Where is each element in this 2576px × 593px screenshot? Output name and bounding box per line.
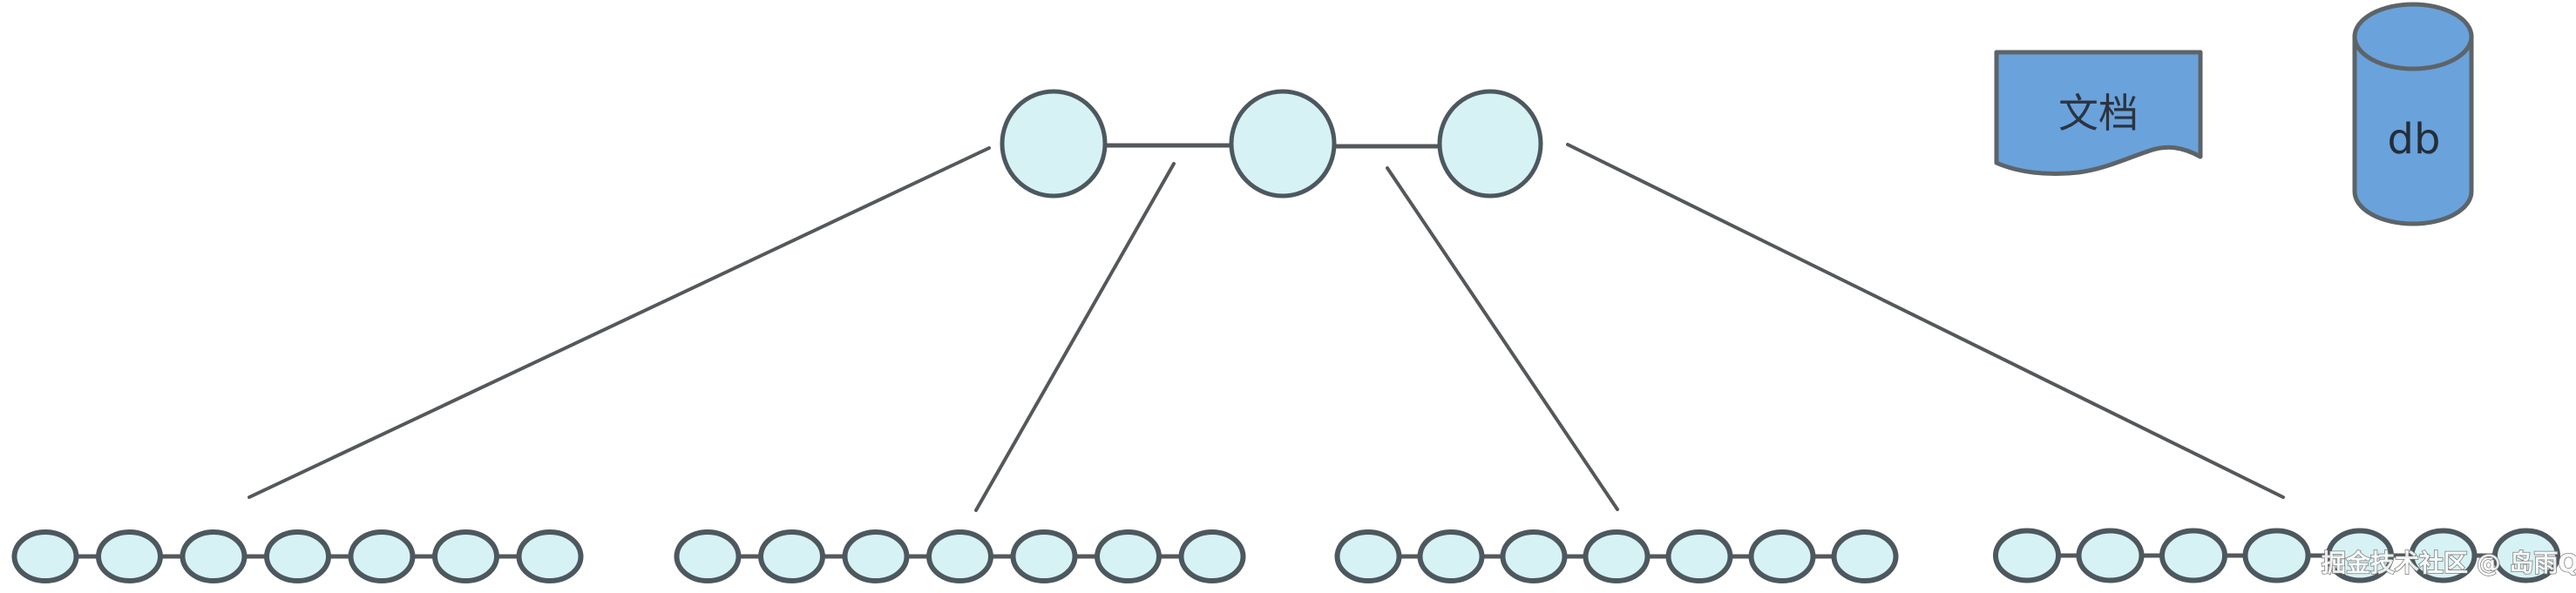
leaf-node [758,529,825,583]
leaf-node [1417,529,1485,583]
leaf-node [432,529,499,583]
db-cylinder: db [2352,2,2474,226]
parent-node-2 [1229,89,1337,199]
leaf-node [2492,528,2560,583]
watermark: 掘金技术社区 @ 岛雨QA [2322,549,2576,577]
parent-node-1 [1000,89,1108,199]
leaf-node [2076,528,2145,583]
leaf-node [842,529,910,583]
leaf-node [180,529,247,583]
leaf-node [1831,529,1899,583]
leaf-node [1665,529,1733,583]
leaf-node [1178,529,1246,583]
parent-node-3 [1437,89,1543,199]
branch-line-2 [974,162,1176,512]
document-label: 文档 [2058,90,2139,137]
parent-node-chain [1000,89,1543,199]
leaf-node [674,529,742,583]
branch-line-1 [247,146,991,499]
leaf-node [1334,529,1402,583]
leaf-node [1010,529,1078,583]
leaf-node [1500,529,1568,583]
db-label: db [2388,115,2441,164]
leaf-chain-4 [1993,528,2560,583]
branch-line-4 [1566,143,2285,499]
leaf-chain-3 [1334,529,1899,583]
leaf-node [2326,528,2394,583]
branch-line-3 [1386,166,1619,511]
leaf-node-chains [11,528,2560,583]
leaf-node [348,529,416,583]
leaf-node [96,529,163,583]
db-cylinder-body-icon [2352,34,2474,226]
leaf-node [1583,529,1651,583]
leaf-node [1095,529,1162,583]
leaf-chain-2 [674,529,1246,583]
leaf-chain-1 [11,529,584,583]
leaf-node [1748,529,1816,583]
leaf-node [2409,528,2478,583]
leaf-node [11,529,79,583]
branch-lines [247,143,2285,512]
document-shape: 文档 [1994,50,2203,176]
leaf-node [264,529,331,583]
leaf-node [516,529,584,583]
leaf-node [926,529,993,583]
leaf-node [1993,528,2061,583]
leaf-node [2159,528,2227,583]
document-outline-icon [1994,50,2203,176]
db-cylinder-top-icon [2352,2,2474,71]
leaf-node [2242,528,2311,583]
